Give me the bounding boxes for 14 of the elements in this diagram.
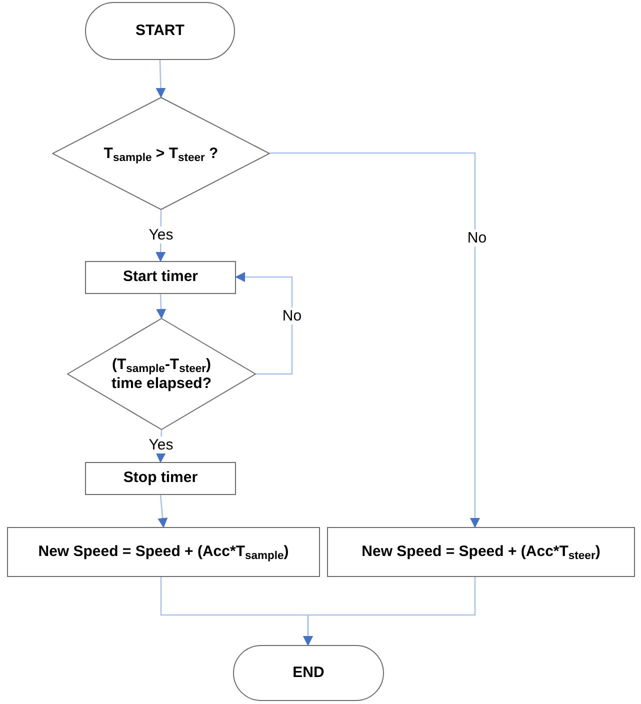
arrow [156,294,166,319]
node-text: (T$_{sample}$-T$_{steer}$) time elapsed? [110,355,213,393]
arrow [270,152,480,528]
process-box: Start timer [85,261,236,294]
edge-label: Yes [146,436,176,454]
process-box: New Speed = Speed + (Acc*T$_{sample}$) [7,527,320,577]
process-box: New Speed = Speed + (Acc*T$_{steer}$) [327,527,635,577]
arrow [235,272,293,375]
arrow [156,60,166,98]
arrow [303,577,476,646]
process-box: Stop timer [85,462,236,495]
node-text: T$_{sample}$ > T$_{steer}$ ? [102,144,220,163]
arrow [158,494,168,528]
edge-label: Yes [146,226,176,244]
